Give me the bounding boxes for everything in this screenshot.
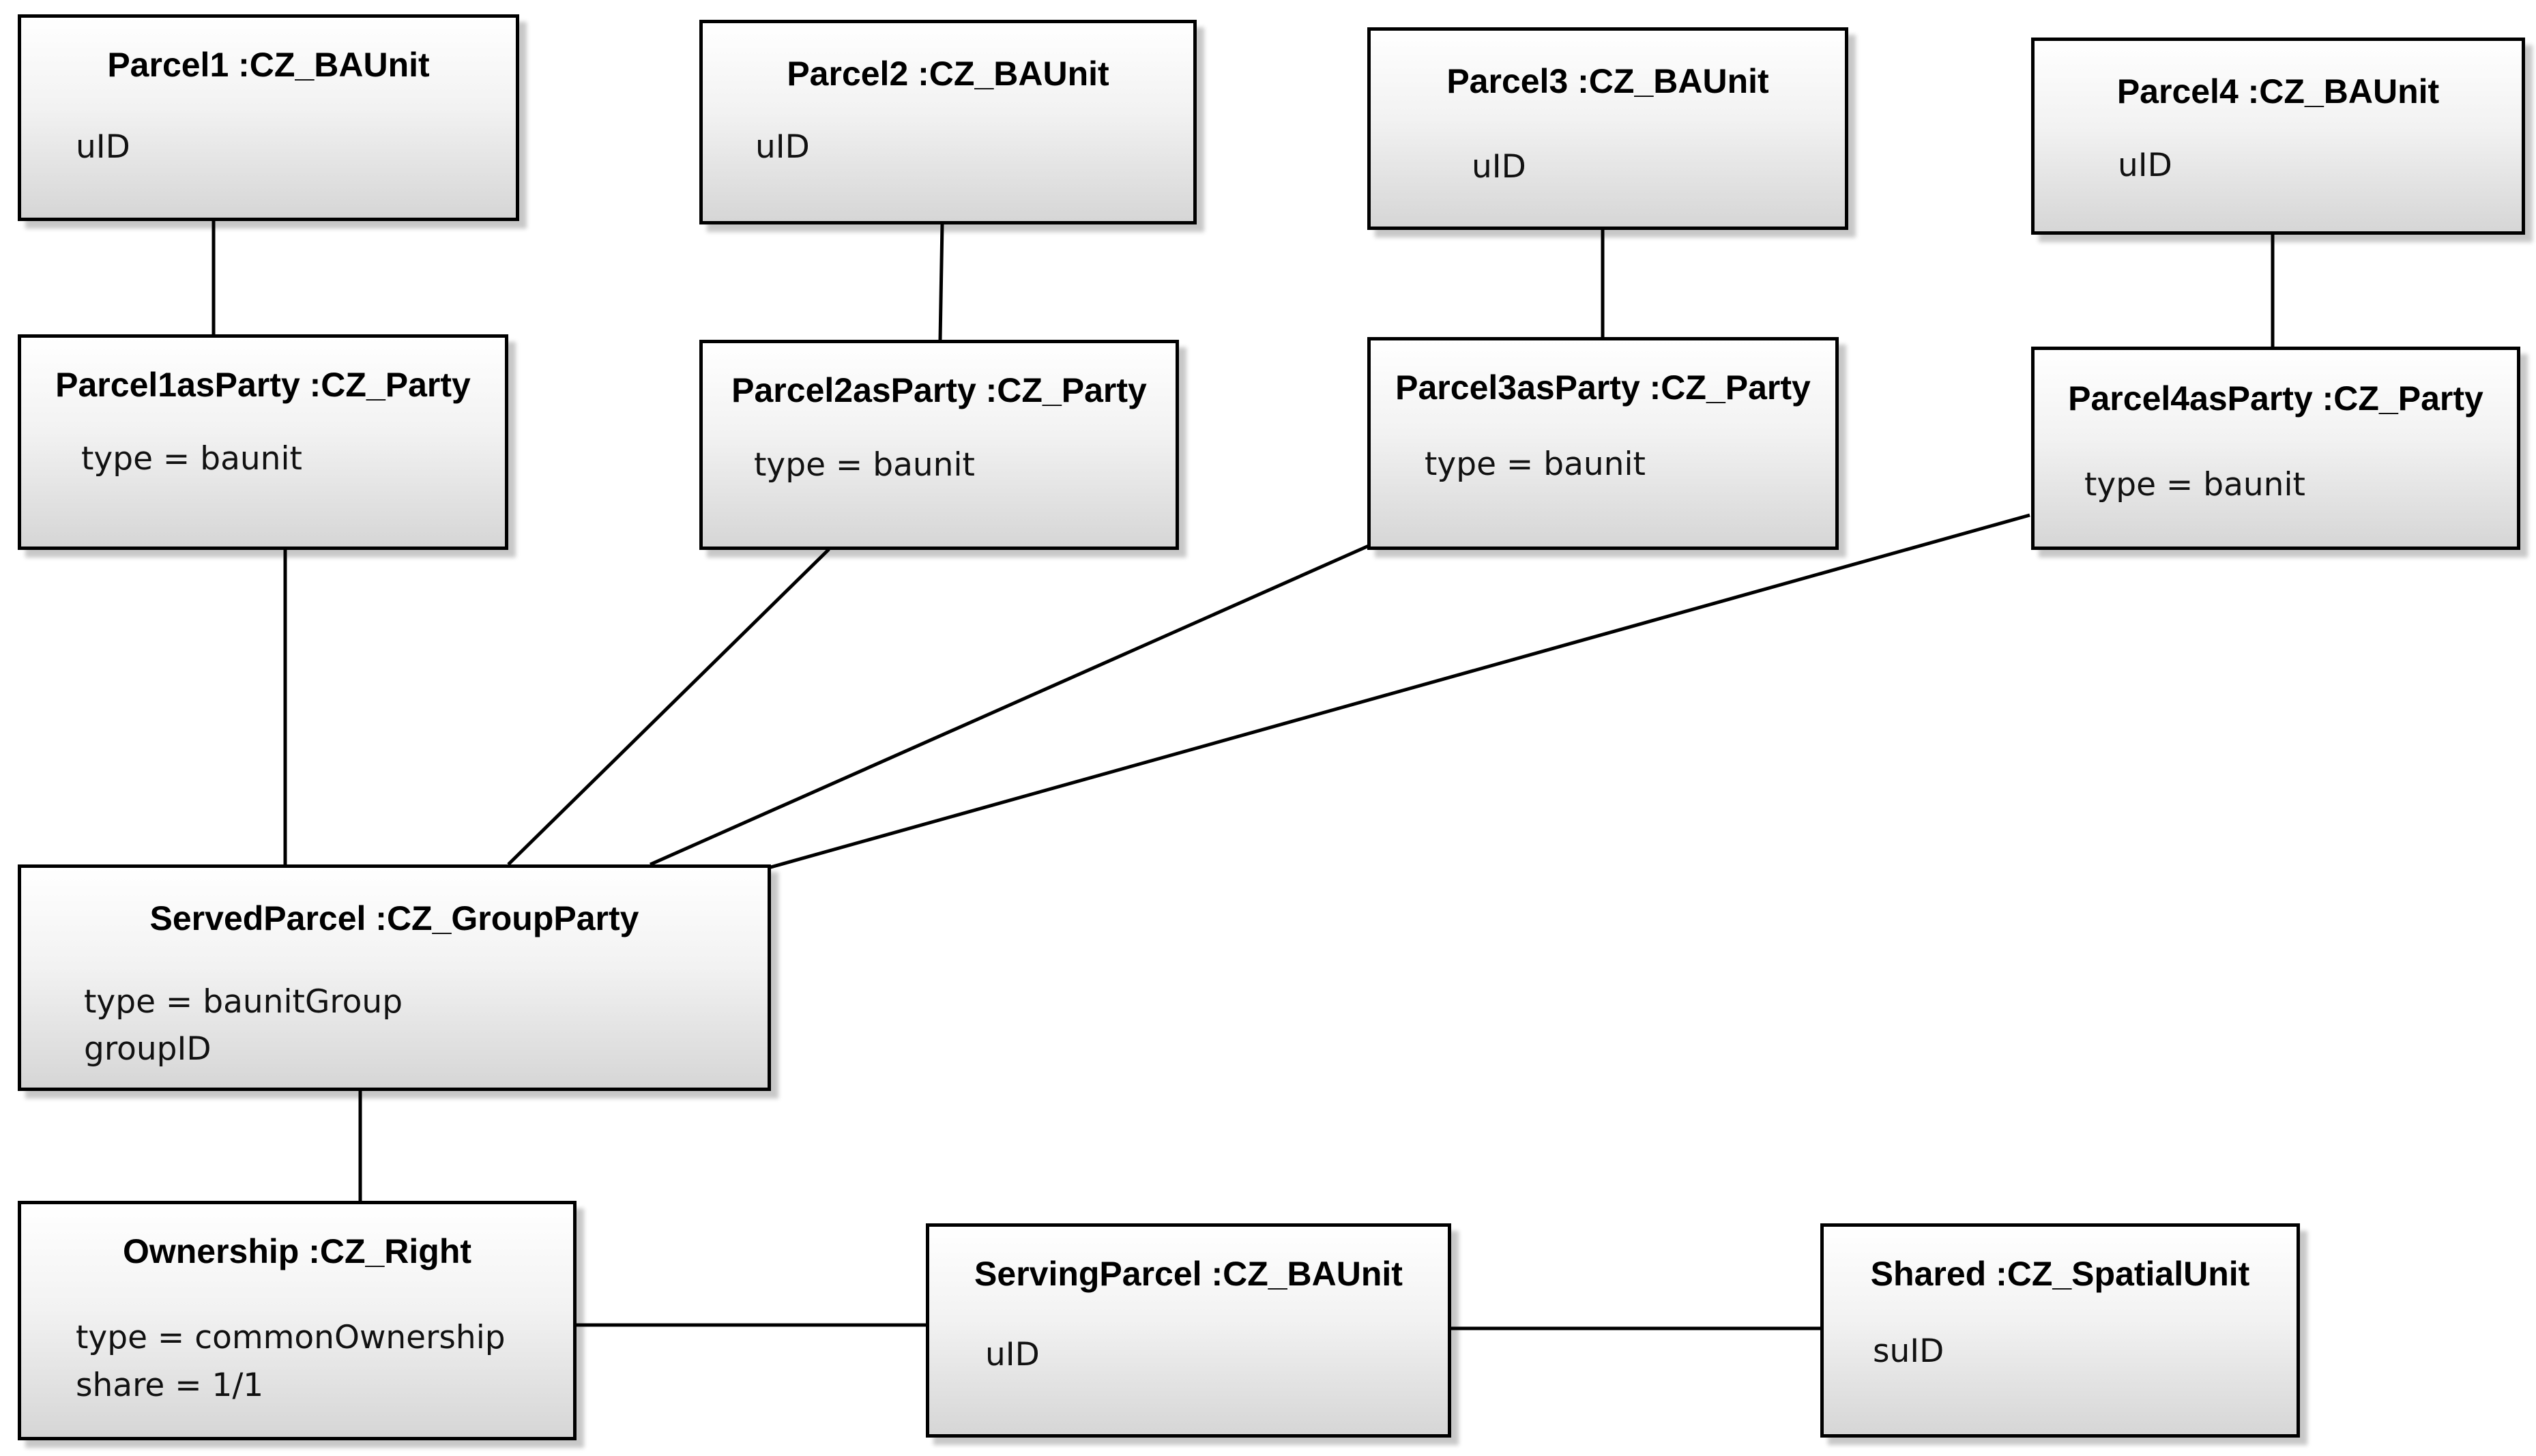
parcel3asparty-object[interactable]: Parcel3asParty :CZ_Party type = baunit: [1367, 337, 1839, 550]
object-attribute: uID: [76, 128, 130, 166]
parcel1asparty-object[interactable]: Parcel1asParty :CZ_Party type = baunit: [18, 334, 508, 550]
object-title: Parcel3 :CZ_BAUnit: [1446, 62, 1769, 100]
object-title: Parcel3asParty :CZ_Party: [1395, 368, 1811, 407]
parcel3-object[interactable]: Parcel3 :CZ_BAUnit uID: [1367, 27, 1848, 230]
object-attribute: uID: [2118, 147, 2172, 184]
parcel2asparty-object[interactable]: Parcel2asParty :CZ_Party type = baunit: [699, 340, 1179, 550]
object-attribute: uID: [1472, 148, 1526, 186]
object-attribute: uID: [755, 128, 810, 166]
parcel4asparty-object[interactable]: Parcel4asParty :CZ_Party type = baunit: [2031, 347, 2520, 550]
parcel4-object[interactable]: Parcel4 :CZ_BAUnit uID: [2031, 38, 2525, 235]
parcel2-object[interactable]: Parcel2 :CZ_BAUnit uID: [699, 20, 1197, 224]
object-title: Ownership :CZ_Right: [122, 1232, 472, 1270]
servedparcel-object[interactable]: ServedParcel :CZ_GroupParty type = bauni…: [18, 864, 771, 1091]
object-attribute: type = baunit: [754, 446, 975, 484]
object-title: Parcel2 :CZ_BAUnit: [787, 55, 1109, 93]
object-attribute: type = baunit: [2084, 466, 2305, 504]
object-attribute: type = commonOwnership: [76, 1319, 506, 1356]
object-title: Parcel4asParty :CZ_Party: [2068, 379, 2483, 418]
object-attribute: suID: [1873, 1333, 1944, 1370]
link-parcel2-to-parcel2asparty: [938, 223, 944, 340]
link-parcel4asparty-to-servedparcel: [768, 513, 2030, 870]
object-attribute: groupID: [84, 1030, 212, 1068]
link-parcel2asparty-to-servedparcel: [507, 548, 830, 866]
ownership-object[interactable]: Ownership :CZ_Right type = commonOwnersh…: [18, 1201, 577, 1440]
shared-object[interactable]: Shared :CZ_SpatialUnit suID: [1820, 1223, 2300, 1438]
object-title: Shared :CZ_SpatialUnit: [1870, 1255, 2250, 1293]
object-attribute: type = baunitGroup: [84, 983, 403, 1021]
servingparcel-object[interactable]: ServingParcel :CZ_BAUnit uID: [926, 1223, 1451, 1438]
object-title: Parcel1asParty :CZ_Party: [55, 366, 471, 404]
object-title: ServedParcel :CZ_GroupParty: [149, 899, 639, 937]
object-attribute: type = baunit: [1425, 446, 1646, 483]
object-attribute: uID: [985, 1336, 1040, 1373]
link-parcel3asparty-to-servedparcel: [649, 544, 1370, 867]
object-title: ServingParcel :CZ_BAUnit: [974, 1255, 1403, 1293]
parcel1-object[interactable]: Parcel1 :CZ_BAUnit uID: [18, 14, 519, 221]
object-title: Parcel2asParty :CZ_Party: [731, 371, 1147, 409]
object-attribute: share = 1/1: [76, 1367, 264, 1404]
object-title: Parcel4 :CZ_BAUnit: [2116, 72, 2440, 111]
object-attribute: type = baunit: [81, 440, 302, 478]
connector-layer: [212, 220, 2275, 1330]
object-title: Parcel1 :CZ_BAUnit: [107, 46, 430, 84]
